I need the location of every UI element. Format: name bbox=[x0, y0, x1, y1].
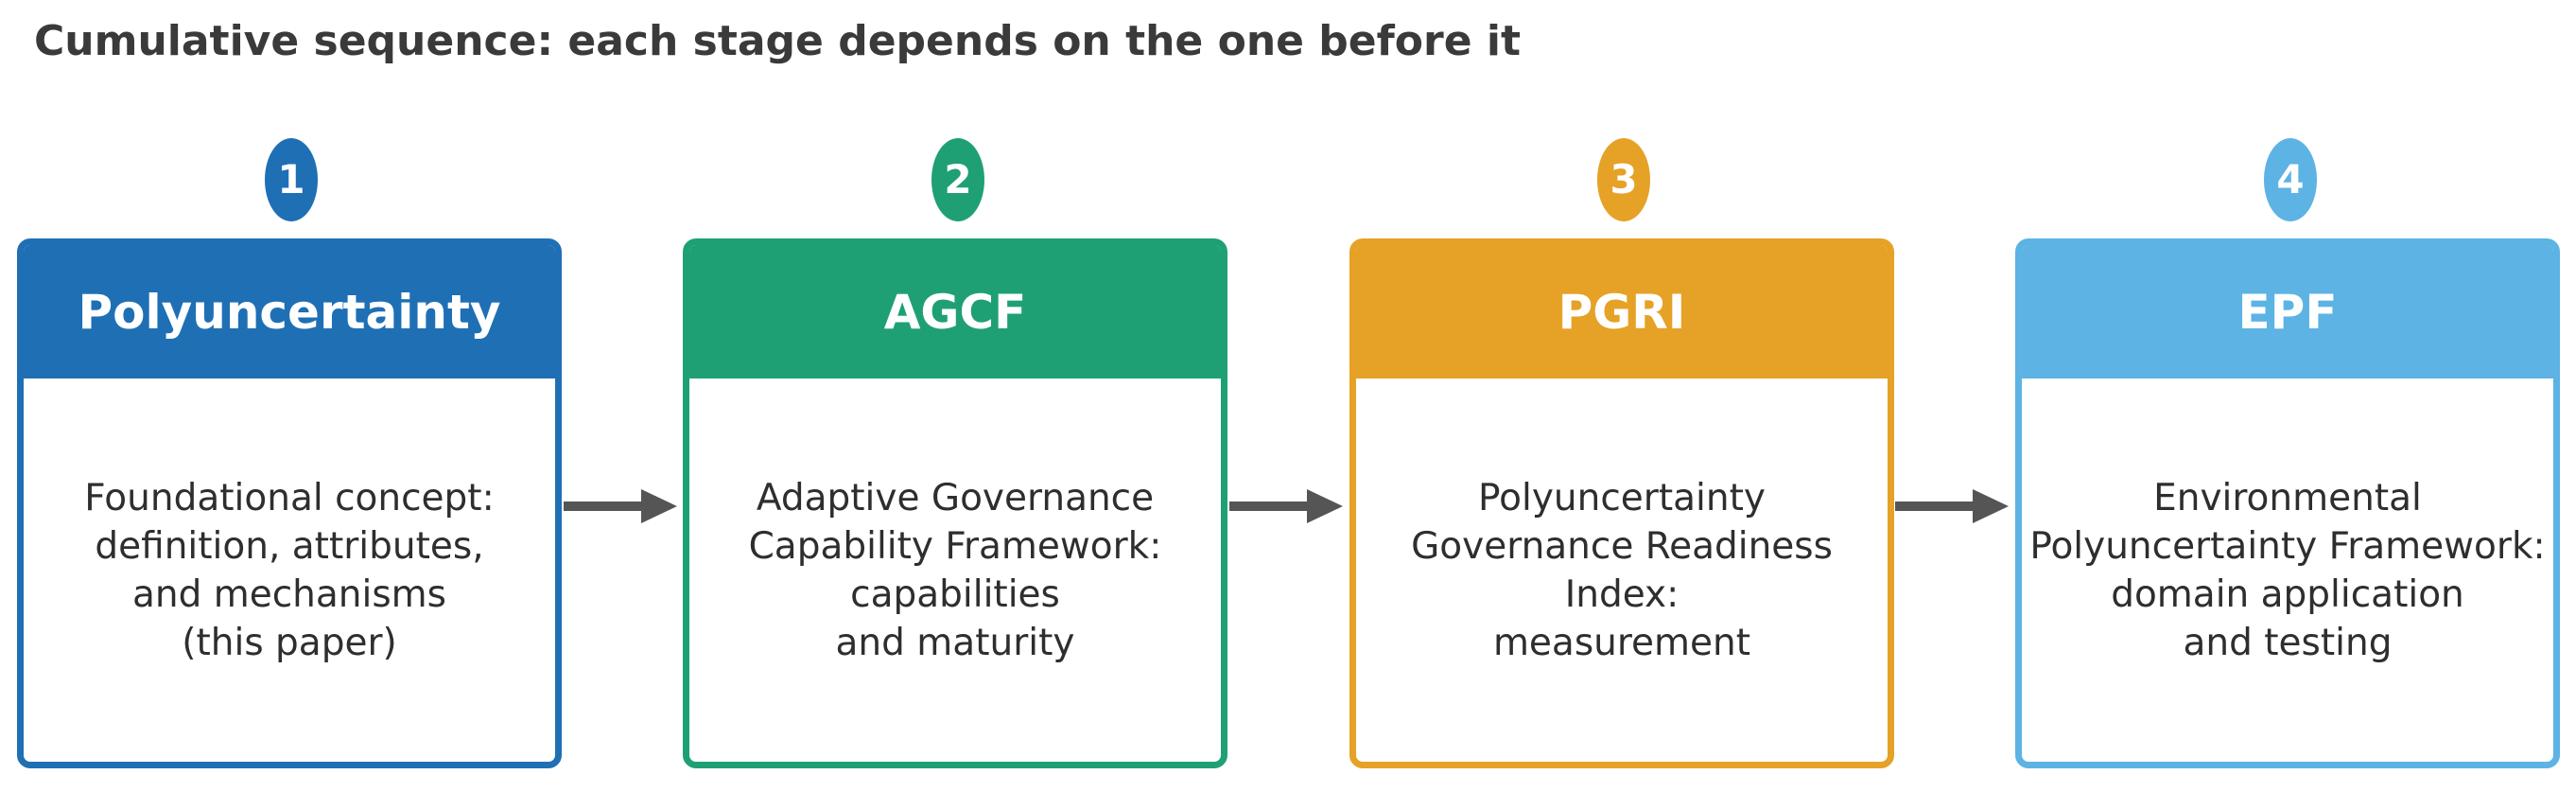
stage-4-number-badge: 4 bbox=[2264, 138, 2317, 221]
stage-3-line: Polyuncertainty bbox=[1478, 476, 1766, 519]
stage-4-card: EPF Environmental Polyuncertainty Framew… bbox=[2015, 238, 2560, 768]
stage-1-body: Foundational concept: definition, attrib… bbox=[24, 378, 555, 762]
stage-4-description: Environmental Polyuncertainty Framework:… bbox=[2029, 474, 2545, 667]
stage-4-line: Environmental bbox=[2153, 476, 2422, 519]
arrow-3-to-4-icon bbox=[1895, 489, 2009, 523]
stage-1-line: Foundational concept: bbox=[84, 476, 495, 519]
stage-3-title: PGRI bbox=[1356, 245, 1888, 378]
stage-2-line: and maturity bbox=[835, 621, 1075, 664]
stage-1-title: Polyuncertainty bbox=[24, 245, 555, 378]
diagram-title: Cumulative sequence: each stage depends … bbox=[34, 17, 1521, 65]
stage-2-card: AGCF Adaptive Governance Capability Fram… bbox=[683, 238, 1227, 768]
stage-1-line: definition, attributes, bbox=[95, 524, 484, 568]
stage-4-title: EPF bbox=[2022, 245, 2553, 378]
stage-3-card: PGRI Polyuncertainty Governance Readines… bbox=[1349, 238, 1894, 768]
stage-3-line: Governance Readiness bbox=[1411, 524, 1833, 568]
stage-4-line: domain application bbox=[2111, 572, 2464, 616]
stage-2-body: Adaptive Governance Capability Framework… bbox=[689, 378, 1221, 762]
stage-3-body: Polyuncertainty Governance Readiness Ind… bbox=[1356, 378, 1888, 762]
stage-4-line: and testing bbox=[2183, 621, 2393, 664]
stage-2-title: AGCF bbox=[689, 245, 1221, 378]
stage-3-description: Polyuncertainty Governance Readiness Ind… bbox=[1411, 474, 1833, 667]
stage-3-line: measurement bbox=[1492, 621, 1751, 664]
stage-2-number-badge: 2 bbox=[931, 138, 984, 221]
stage-2-line: capabilities bbox=[850, 572, 1060, 616]
stage-4-body: Environmental Polyuncertainty Framework:… bbox=[2022, 378, 2553, 762]
stage-3-line: Index: bbox=[1564, 572, 1680, 616]
stage-4-line: Polyuncertainty Framework: bbox=[2029, 524, 2546, 568]
stage-1-line: (this paper) bbox=[182, 621, 397, 664]
stage-1-number-badge: 1 bbox=[265, 138, 318, 221]
stage-2-line: Capability Framework: bbox=[748, 524, 1162, 568]
stage-2-line: Adaptive Governance bbox=[756, 476, 1155, 519]
stage-1-line: and mechanisms bbox=[131, 572, 446, 616]
arrow-1-to-2-icon bbox=[564, 489, 677, 523]
stage-2-description: Adaptive Governance Capability Framework… bbox=[749, 474, 1162, 667]
stage-3-number-badge: 3 bbox=[1597, 138, 1650, 221]
arrow-2-to-3-icon bbox=[1229, 489, 1343, 523]
stage-1-description: Foundational concept: definition, attrib… bbox=[84, 474, 494, 667]
stage-1-card: Polyuncertainty Foundational concept: de… bbox=[17, 238, 562, 768]
